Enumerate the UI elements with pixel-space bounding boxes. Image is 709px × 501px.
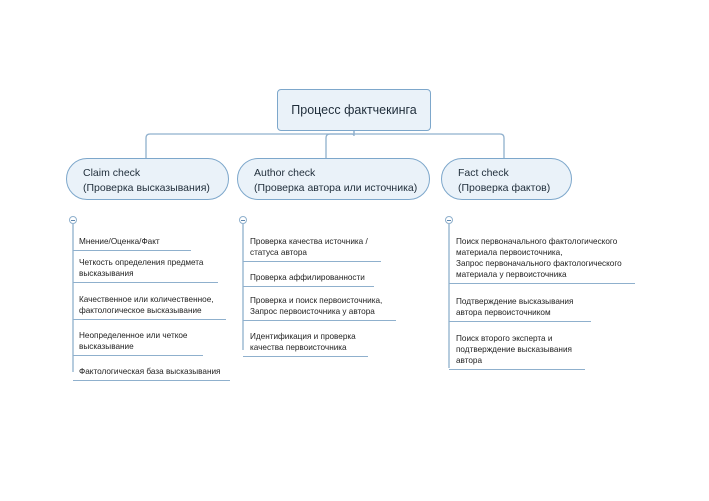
leaf-item[interactable]: Фактологическая база высказывания bbox=[73, 366, 230, 381]
leaf-line: Запрос первоисточника у автора bbox=[250, 307, 375, 316]
leaf-line: Поиск второго эксперта и bbox=[456, 334, 553, 343]
leaf-line: Поиск первоначального фактологического bbox=[456, 237, 618, 246]
collapse-toggle-icon[interactable] bbox=[445, 216, 453, 224]
leaf-item[interactable]: Неопределенное или четкое высказывание bbox=[73, 330, 203, 356]
leaf-line: Четкость определения предмета bbox=[79, 258, 204, 267]
leaf-line: Проверка и поиск первоисточника, bbox=[250, 296, 383, 305]
leaf-item[interactable]: Поиск второго эксперта и подтверждение в… bbox=[449, 333, 585, 370]
leaf-item[interactable]: Идентификация и проверка качества первои… bbox=[243, 331, 368, 357]
collapse-toggle-icon[interactable] bbox=[69, 216, 77, 224]
leaf-line: Проверка аффилированности bbox=[250, 273, 365, 282]
branch-subtitle: (Проверка фактов) bbox=[458, 182, 551, 194]
leaf-item[interactable]: Качественное или количественное, фактоло… bbox=[73, 294, 226, 320]
branch-fact-check[interactable]: Fact check (Проверка фактов) bbox=[441, 158, 572, 200]
leaf-item[interactable]: Проверка аффилированности bbox=[243, 272, 374, 287]
leaf-line: материала первоисточника, bbox=[456, 248, 563, 257]
collapse-toggle-icon[interactable] bbox=[239, 216, 247, 224]
leaf-line: Качественное или количественное, bbox=[79, 295, 214, 304]
branch-title: Fact check bbox=[458, 167, 509, 179]
branch-subtitle: (Проверка высказывания) bbox=[83, 182, 210, 194]
branch-title: Author check bbox=[254, 167, 316, 179]
leaf-line: Запрос первоначального фактологического bbox=[456, 259, 622, 268]
leaf-item[interactable]: Подтверждение высказывания автора первои… bbox=[449, 296, 591, 322]
leaf-line: Подтверждение высказывания bbox=[456, 297, 574, 306]
branch-author-check[interactable]: Author check (Проверка автора или источн… bbox=[237, 158, 430, 200]
leaf-line: автора первоисточником bbox=[456, 308, 551, 317]
leaf-line: фактологическое высказывание bbox=[79, 306, 202, 315]
connector-root-to-author bbox=[325, 133, 354, 158]
leaf-line: автора bbox=[456, 356, 483, 365]
leaf-item[interactable]: Проверка и поиск первоисточника, Запрос … bbox=[243, 295, 396, 321]
connector-root-to-fact bbox=[354, 133, 505, 158]
leaf-item[interactable]: Проверка качества источника / статуса ав… bbox=[243, 236, 381, 262]
root-node[interactable]: Процесс фактчекинга bbox=[277, 89, 431, 131]
leaf-line: высказывание bbox=[79, 342, 134, 351]
leaf-line: Фактологическая база высказывания bbox=[79, 367, 221, 376]
leaf-line: высказывания bbox=[79, 269, 134, 278]
leaf-item[interactable]: Поиск первоначального фактологического м… bbox=[449, 236, 635, 284]
leaf-line: Неопределенное или четкое bbox=[79, 331, 188, 340]
branch-claim-check[interactable]: Claim check (Проверка высказывания) bbox=[66, 158, 229, 200]
leaf-item[interactable]: Четкость определения предмета высказыван… bbox=[73, 257, 218, 283]
leaf-line: Проверка качества источника / bbox=[250, 237, 368, 246]
leaf-line: Идентификация и проверка bbox=[250, 332, 356, 341]
branch-subtitle: (Проверка автора или источника) bbox=[254, 182, 418, 194]
leaf-line: качества первоисточника bbox=[250, 343, 347, 352]
branch-title: Claim check bbox=[83, 167, 141, 179]
leaf-line: статуса автора bbox=[250, 248, 307, 257]
connector-root-to-claim bbox=[145, 131, 355, 158]
root-label: Процесс фактчекинга bbox=[291, 103, 417, 117]
leaf-line: материала у первоисточника bbox=[456, 270, 567, 279]
leaf-line: Мнение/Оценка/Факт bbox=[79, 237, 160, 246]
leaf-line: подтверждение высказывания bbox=[456, 345, 572, 354]
leaf-item[interactable]: Мнение/Оценка/Факт bbox=[73, 236, 191, 251]
